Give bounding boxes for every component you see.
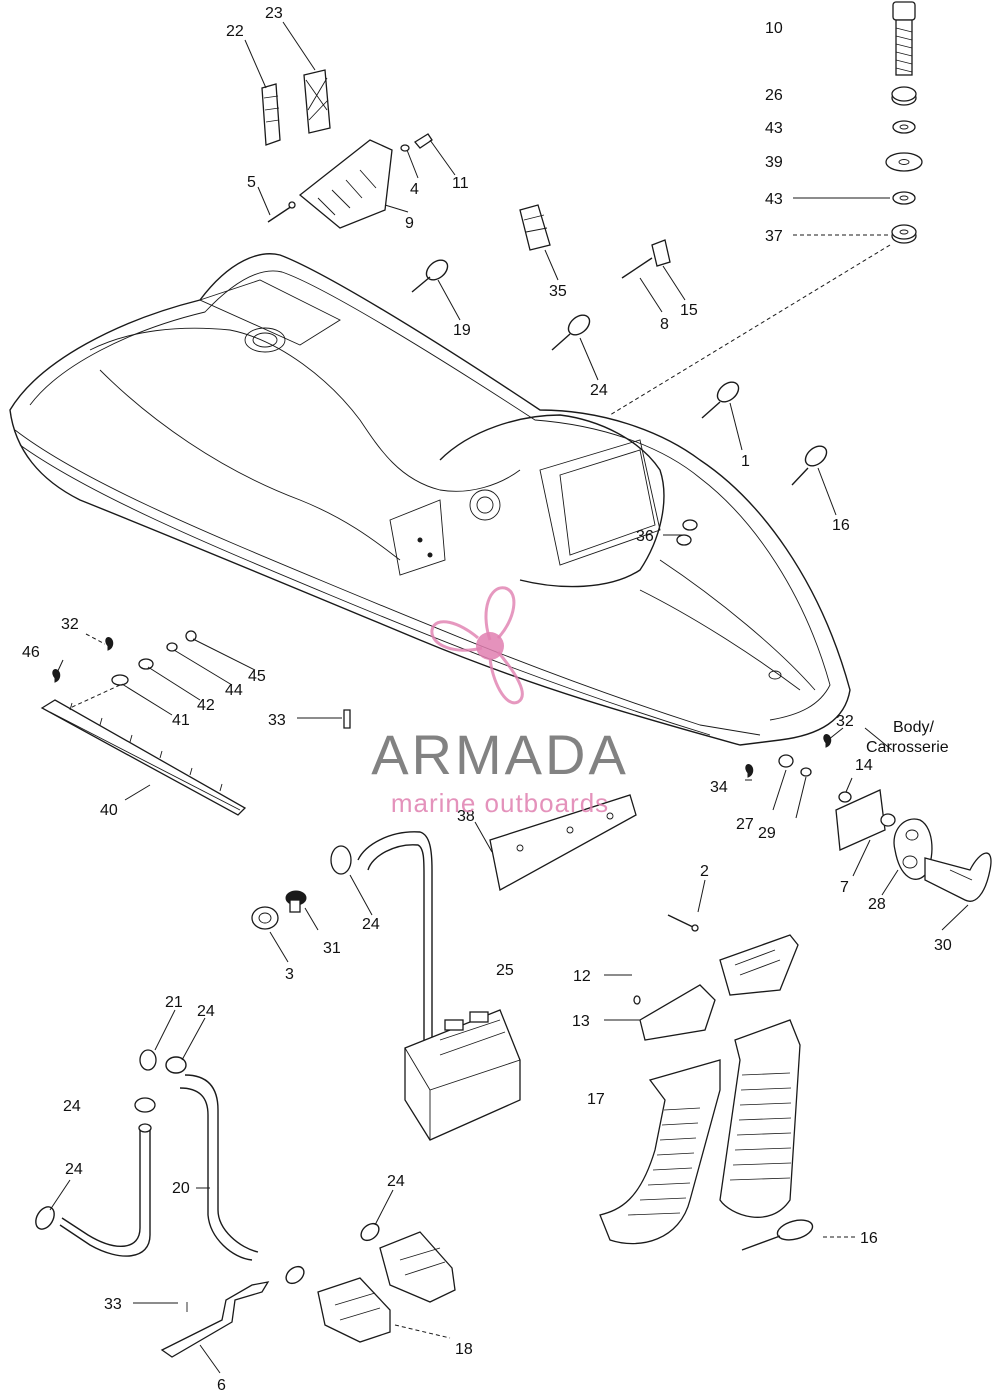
callout: 43 xyxy=(765,120,783,137)
callout-numbers: 22 23 10 26 43 39 43 37 5 4 11 9 35 15 8… xyxy=(22,5,952,1394)
part-25-battery xyxy=(404,1009,521,1141)
part-2 xyxy=(667,914,699,932)
callout: 32 xyxy=(61,616,79,633)
callout: 34 xyxy=(710,779,728,796)
callout: 46 xyxy=(22,644,40,661)
callout: 3 xyxy=(285,966,294,983)
callout: 33 xyxy=(268,712,286,729)
callout: 31 xyxy=(323,940,341,957)
callout: 24 xyxy=(387,1173,405,1190)
callout: 30 xyxy=(934,937,952,954)
hose-clamps-top xyxy=(411,259,828,486)
callout: 32 xyxy=(836,713,854,730)
callout: 8 xyxy=(660,316,669,333)
part-36 xyxy=(676,519,698,546)
callout: 36 xyxy=(636,528,654,545)
callout: 23 xyxy=(265,5,283,22)
brand-tagline: marine outboards xyxy=(390,788,610,818)
callout: 43 xyxy=(765,191,783,208)
callout: 25 xyxy=(496,962,514,979)
right-side-hardware xyxy=(745,734,992,902)
callout: 41 xyxy=(172,712,190,729)
callout: 38 xyxy=(457,808,475,825)
callout: 5 xyxy=(247,174,256,191)
callout: 26 xyxy=(765,87,783,104)
body-note-line-1: Body/ xyxy=(893,719,934,736)
callout: 39 xyxy=(765,154,783,171)
callout: 13 xyxy=(572,1013,590,1030)
callout: 24 xyxy=(362,916,380,933)
callout: 20 xyxy=(172,1180,190,1197)
callout: 17 xyxy=(587,1091,605,1108)
callout: 18 xyxy=(455,1341,473,1358)
callout: 7 xyxy=(840,879,849,896)
callout: 45 xyxy=(248,668,266,685)
callout: 44 xyxy=(225,682,243,699)
callout: 14 xyxy=(855,757,873,774)
callout: 2 xyxy=(700,863,709,880)
part-35-15-8 xyxy=(519,204,671,279)
part-33-top xyxy=(343,709,351,729)
callout: 35 xyxy=(549,283,567,300)
callout: 19 xyxy=(453,322,471,339)
callout: 22 xyxy=(226,23,244,40)
brand-name: ARMADA xyxy=(371,723,629,786)
part-38-bracket xyxy=(489,794,637,891)
callout: 33 xyxy=(104,1296,122,1313)
callout: 9 xyxy=(405,215,414,232)
part-12-13-17 xyxy=(599,934,801,1245)
callout: 15 xyxy=(680,302,698,319)
callout: 21 xyxy=(165,994,183,1011)
fastener-stack xyxy=(609,1,923,416)
part-31-3 xyxy=(251,890,307,930)
callout: 42 xyxy=(197,697,215,714)
callout: 4 xyxy=(410,181,419,198)
vent-tube-24 xyxy=(330,831,433,1100)
part-40-rail xyxy=(40,630,247,816)
callout: 10 xyxy=(765,20,783,37)
callout: 27 xyxy=(736,816,754,833)
callout: 28 xyxy=(868,896,886,913)
callout: 37 xyxy=(765,228,783,245)
callout: 16 xyxy=(832,517,850,534)
part-9-vent xyxy=(267,133,433,229)
callout: 11 xyxy=(452,175,469,192)
part-6-strap xyxy=(160,1281,270,1358)
part-16-clamp-bottom xyxy=(741,1219,814,1251)
part-18-pads xyxy=(285,1222,456,1343)
propeller-logo-icon xyxy=(430,586,524,705)
left-tubes-20 xyxy=(35,1049,259,1261)
callout: 6 xyxy=(217,1377,226,1394)
callout: 24 xyxy=(197,1003,215,1020)
callout: 24 xyxy=(590,382,608,399)
callout: 16 xyxy=(860,1230,878,1247)
callout: 12 xyxy=(573,968,591,985)
body-note-line-2: Carrosserie xyxy=(866,739,949,756)
callout: 1 xyxy=(741,453,750,470)
callout: 24 xyxy=(63,1098,81,1115)
part-22-23-brackets xyxy=(261,69,331,146)
callout: 40 xyxy=(100,802,118,819)
callout: 24 xyxy=(65,1161,83,1178)
leader-lines xyxy=(49,21,969,1374)
callout: 29 xyxy=(758,825,776,842)
hull-body xyxy=(9,253,851,746)
